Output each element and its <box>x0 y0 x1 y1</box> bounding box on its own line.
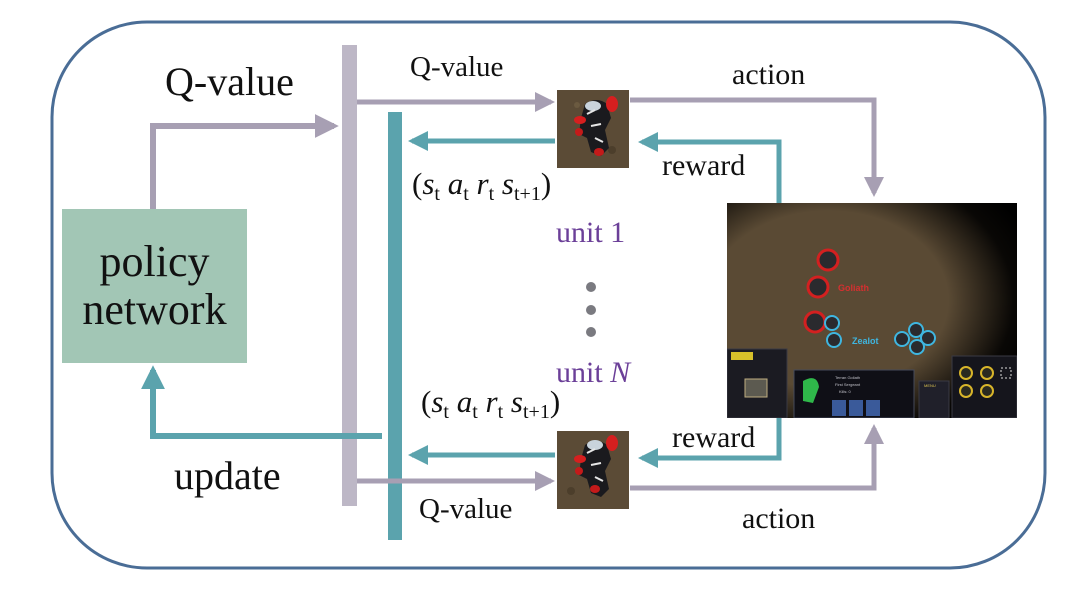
tuple-r: r <box>476 166 489 201</box>
tuple-a-sub: t <box>463 183 469 205</box>
unitN-reward-arrow <box>638 418 782 468</box>
bottom-transition-tuple: (st at rt st+1) <box>421 384 561 423</box>
starcraft-scene: Goliath Zealot <box>727 203 1017 418</box>
enemy-units <box>803 248 840 334</box>
menu-label: MENU <box>924 383 936 388</box>
tuple-s2: s <box>510 384 523 419</box>
unit-n-sprite <box>557 431 629 509</box>
tuple-r: r <box>485 384 498 419</box>
tuple-a: a <box>447 166 464 201</box>
policy-to-qbus-arrow <box>150 114 339 209</box>
tuple-s2-sub: t+1 <box>514 183 541 205</box>
bottom-action-label: action <box>742 502 816 535</box>
q-value-bus <box>342 45 357 506</box>
tuple-s2: s <box>501 166 514 201</box>
tuple-r-sub: t <box>497 401 504 423</box>
unit1-reward-arrow <box>638 132 782 203</box>
status-line-2: First Sergeant <box>835 382 861 387</box>
enemy-unit-label: Goliath <box>838 283 869 293</box>
unit-1-label: unit 1 <box>556 216 626 249</box>
tuple-s: s <box>422 166 435 201</box>
ally-units <box>824 315 936 355</box>
tuple-s2-sub: t+1 <box>523 401 550 423</box>
update-arrow <box>141 365 382 439</box>
game-screenshot: Goliath Zealot <box>727 203 1017 418</box>
unit-1-sprite <box>557 90 629 168</box>
bottom-q-value-label: Q-value <box>419 493 513 525</box>
status-line-3: Kills: 0 <box>839 389 852 394</box>
update-label: update <box>174 453 281 498</box>
unit-n-label: unit N <box>556 358 630 388</box>
top-q-value-label: Q-value <box>410 51 504 83</box>
marine-icon <box>557 90 629 168</box>
unit-n-prefix: unit <box>556 356 603 389</box>
tuple-a: a <box>456 384 473 419</box>
tuple-s-sub: t <box>443 401 449 423</box>
tuple-a-sub: t <box>472 401 478 423</box>
unit1-action-arrow <box>630 97 884 197</box>
bottom-reward-label: reward <box>672 421 756 454</box>
game-hud <box>727 348 1017 418</box>
policy-network-line2: network <box>82 285 227 334</box>
ellipsis-dot <box>586 327 596 337</box>
status-line-1: Terran Goliath <box>835 375 860 380</box>
ellipsis-dot <box>586 282 596 292</box>
tuple-s-sub: t <box>434 183 440 205</box>
ally-unit-label: Zealot <box>852 336 879 346</box>
top-transition-tuple: (st at rt st+1) <box>412 166 552 205</box>
tuple-r-sub: t <box>488 183 495 205</box>
outer-border <box>50 20 1047 570</box>
unit-n-var: N <box>610 356 631 389</box>
top-action-label: action <box>732 58 806 91</box>
unitN-action-arrow <box>630 424 884 491</box>
q-value-heading: Q-value <box>165 59 294 104</box>
policy-network-box: policy network <box>62 209 247 363</box>
marine-icon <box>557 431 629 509</box>
policy-network-line1: policy <box>99 236 210 286</box>
experience-bus <box>388 112 402 540</box>
tuple-s: s <box>431 384 444 419</box>
top-reward-label: reward <box>662 149 746 182</box>
ellipsis-dot <box>586 305 596 315</box>
